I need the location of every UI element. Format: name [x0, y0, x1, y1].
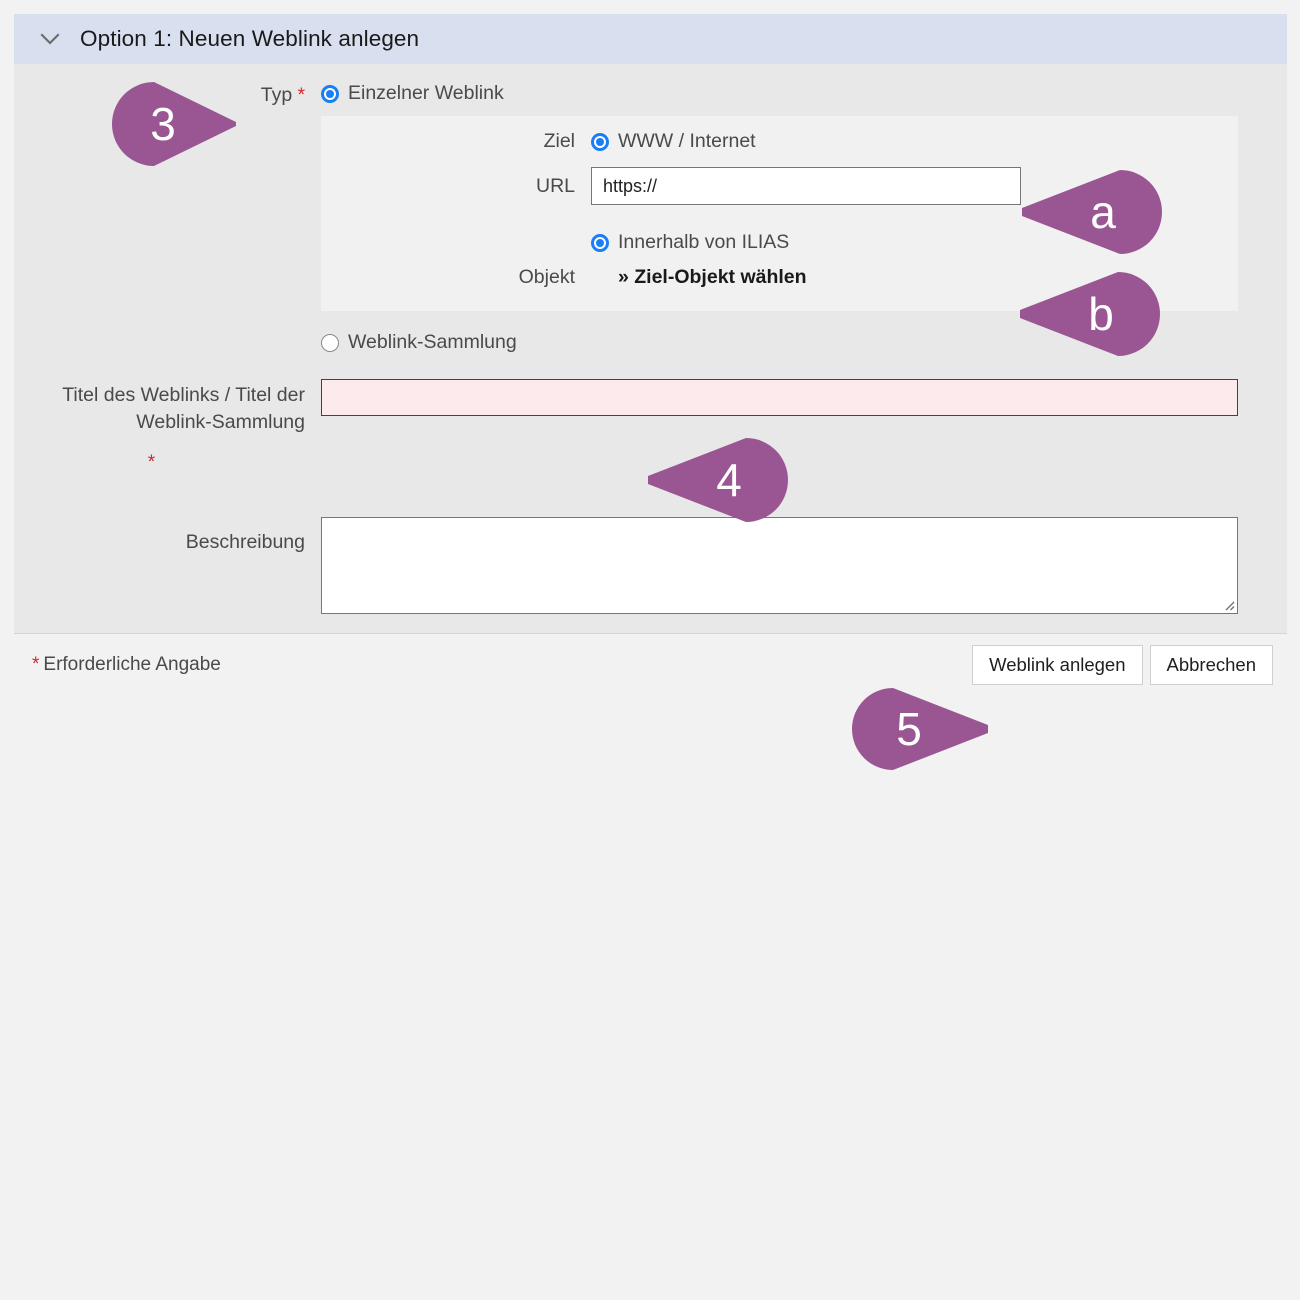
ziel-label: Ziel [543, 130, 575, 152]
footer-required-asterisk: * [32, 653, 40, 675]
radio-innerhalb-von-ilias[interactable]: Innerhalb von ILIAS [591, 231, 1238, 254]
weblink-form-panel: Option 1: Neuen Weblink anlegen Typ * Ei… [14, 14, 1287, 696]
titel-label: Titel des Weblinks / Titel der Weblink-S… [14, 379, 321, 476]
panel-title: Option 1: Neuen Weblink anlegen [80, 26, 420, 51]
form-row-beschreibung: Beschreibung [14, 517, 1287, 619]
abbrechen-button[interactable]: Abbrechen [1149, 644, 1273, 685]
form-row-titel: Titel des Weblinks / Titel der Weblink-S… [14, 379, 1287, 476]
beschreibung-label: Beschreibung [185, 531, 305, 554]
panel-header[interactable]: Option 1: Neuen Weblink anlegen [14, 14, 1287, 64]
form-row-objekt: Objekt » Ziel-Objekt wählen [321, 266, 1238, 289]
typ-required-asterisk: * [297, 85, 305, 106]
form-row-typ: Typ * Einzelner Weblink Ziel [14, 64, 1287, 354]
radio-innerhalb-von-ilias-indicator[interactable] [591, 233, 609, 252]
callout-marker-5-text: 5 [896, 703, 922, 755]
url-field [591, 167, 1238, 205]
objekt-label: Objekt [518, 266, 575, 288]
panel-footer: *Erforderliche Angabe Weblink anlegen Ab… [14, 633, 1287, 696]
objekt-field: » Ziel-Objekt wählen [591, 266, 1238, 289]
radio-innerhalb-von-ilias-label: Innerhalb von ILIAS [618, 231, 790, 253]
footer-buttons: Weblink anlegen Abbrechen [972, 644, 1273, 685]
radio-www-internet-label: WWW / Internet [618, 130, 756, 152]
radio-weblink-sammlung[interactable]: Weblink-Sammlung [321, 331, 1287, 354]
weblink-anlegen-button[interactable]: Weblink anlegen [972, 644, 1143, 685]
callout-marker-5: 5 [851, 688, 988, 770]
url-input[interactable] [591, 167, 1021, 205]
form-row-url: URL [321, 167, 1238, 205]
ilias-field: Innerhalb von ILIAS [591, 231, 1238, 254]
radio-einzelner-weblink-indicator[interactable] [321, 84, 339, 103]
radio-weblink-sammlung-indicator[interactable] [321, 333, 339, 352]
form-row-ziel: Ziel WWW / Internet [321, 130, 1238, 153]
radio-einzelner-weblink[interactable]: Einzelner Weblink [321, 82, 1287, 105]
ziel-subpanel: Ziel WWW / Internet URL [321, 116, 1238, 311]
radio-einzelner-weblink-label: Einzelner Weblink [348, 82, 504, 104]
beschreibung-textarea[interactable] [321, 517, 1238, 615]
titel-input[interactable] [321, 379, 1238, 416]
radio-www-internet[interactable]: WWW / Internet [591, 130, 1238, 153]
beschreibung-field [321, 517, 1287, 619]
chevron-down-icon[interactable] [36, 25, 64, 53]
footer-note-text: Erforderliche Angabe [43, 653, 221, 675]
ziel-objekt-waehlen-link[interactable]: » Ziel-Objekt wählen [618, 266, 807, 288]
url-label: URL [535, 174, 575, 197]
typ-label-text: Typ [260, 84, 293, 106]
titel-field [321, 379, 1287, 416]
panel-body: Typ * Einzelner Weblink Ziel [14, 64, 1287, 634]
ziel-field: WWW / Internet [591, 130, 1238, 153]
titel-required-asterisk: * [147, 451, 156, 473]
typ-label: Typ * [14, 82, 321, 109]
typ-field: Einzelner Weblink Ziel WWW / Internet [321, 82, 1287, 354]
required-note: *Erforderliche Angabe [32, 654, 221, 676]
titel-label-text: Titel des Weblinks / Titel der Weblink-S… [62, 384, 305, 433]
radio-weblink-sammlung-label: Weblink-Sammlung [348, 331, 517, 353]
form-row-ilias: Innerhalb von ILIAS [321, 231, 1238, 254]
radio-www-internet-indicator[interactable] [591, 132, 609, 151]
